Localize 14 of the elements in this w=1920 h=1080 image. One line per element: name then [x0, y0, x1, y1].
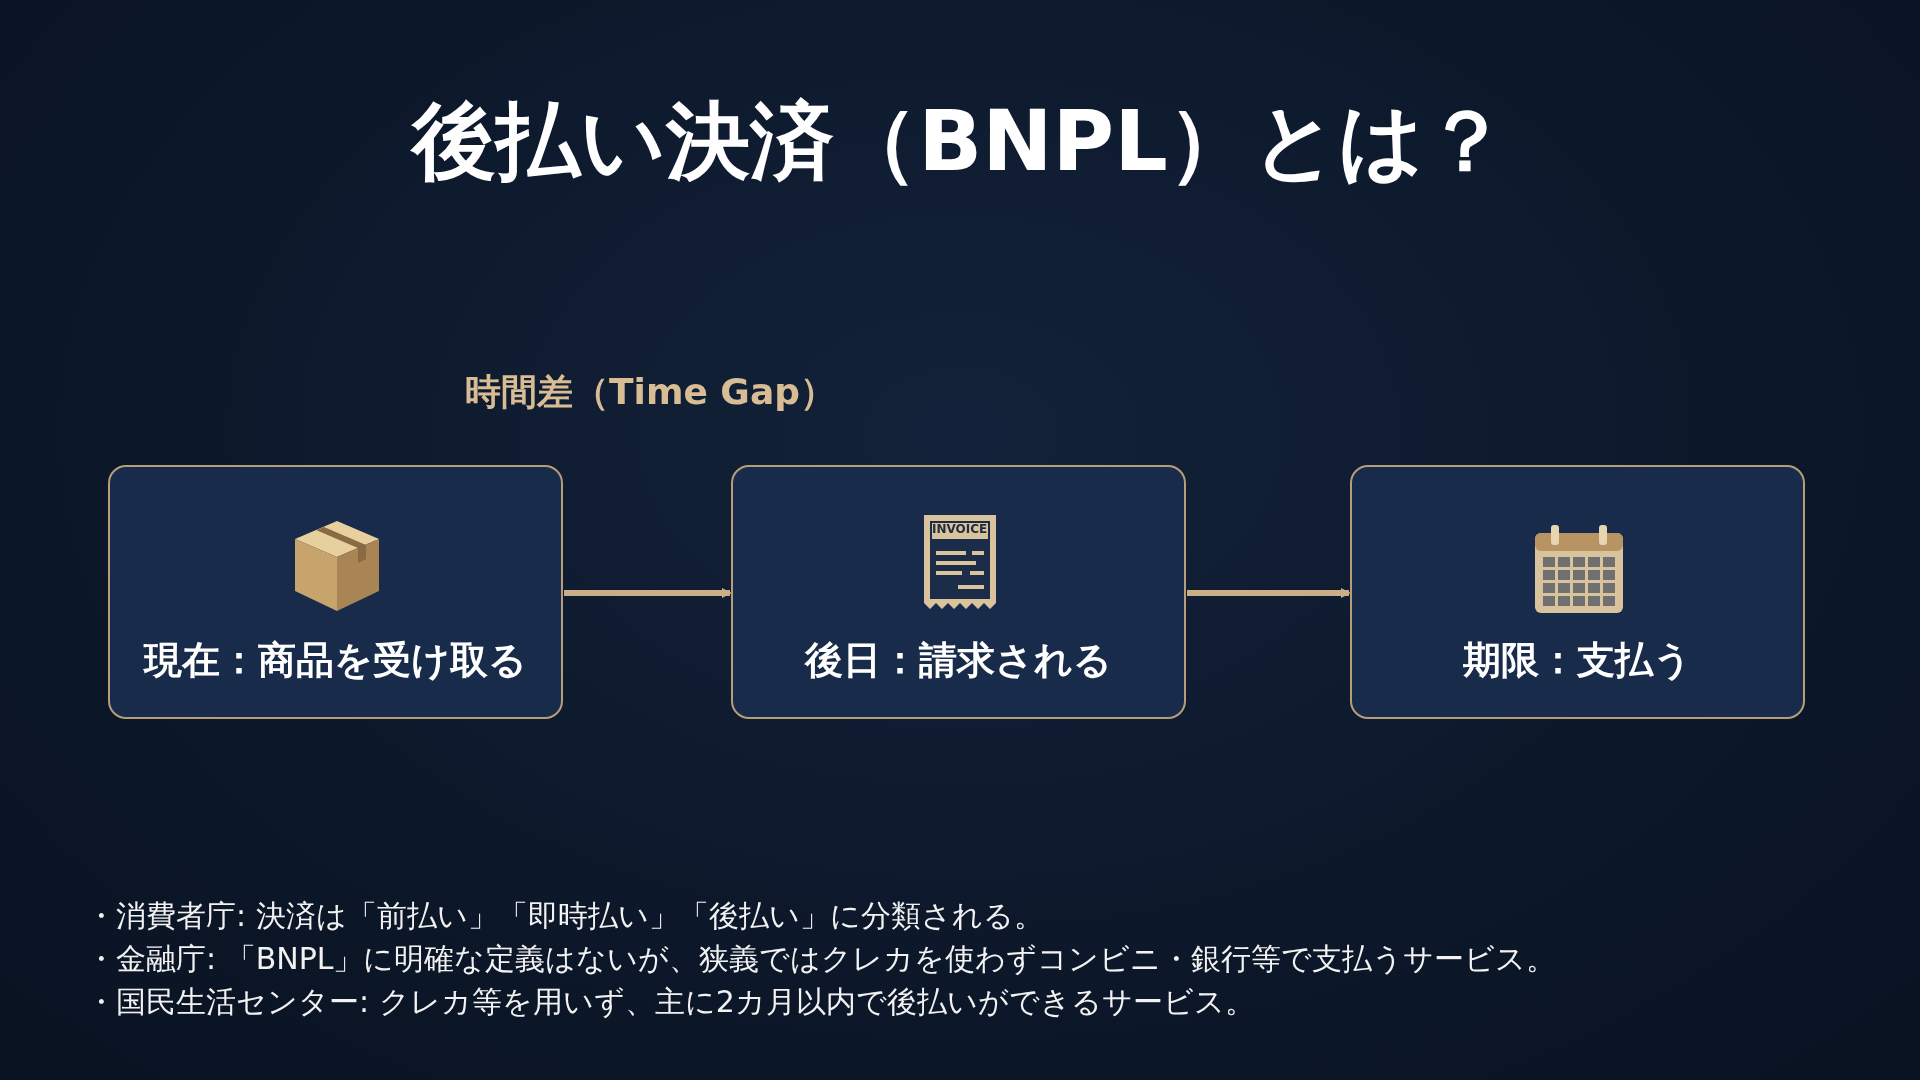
step-label: 後日：請求される — [803, 637, 1113, 684]
time-gap-label: 時間差（Time Gap） — [465, 370, 836, 414]
bullet-note: ・金融庁: 「BNPL」に明確な定義はないが、狭義ではクレカを使わずコンビニ・銀行等で支払うサービス。 — [86, 940, 1557, 978]
step-label: 現在：商品を受け取る — [142, 637, 528, 684]
invoice-text: INVOICE — [932, 522, 988, 536]
bullet-note: ・消費者庁: 決済は「前払い」「即時払い」「後払い」に分類される。 — [86, 897, 1044, 935]
process-box — [108, 465, 563, 719]
process-box — [731, 465, 1186, 719]
arrow — [1187, 588, 1351, 598]
bullet-note: ・国民生活センター: クレカ等を用いず、主に2カ月以内で後払いができるサービス。 — [86, 983, 1255, 1021]
arrow — [564, 588, 732, 598]
process-box — [1350, 465, 1805, 719]
title: 後払い決済（BNPL）とは？ — [409, 91, 1509, 192]
step-label: 期限：支払う — [1462, 637, 1693, 684]
